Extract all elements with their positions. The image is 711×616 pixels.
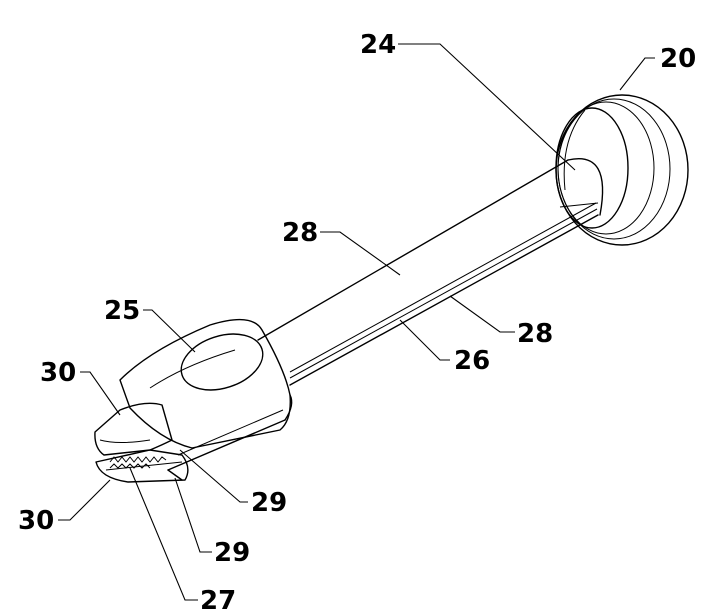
label-27: 27 <box>200 586 236 616</box>
label-24: 24 <box>360 30 396 60</box>
label-30-upper: 30 <box>40 358 76 388</box>
reference-numerals: 20 24 28 28 25 26 30 30 29 29 27 <box>18 30 696 616</box>
jaw-tip <box>94 402 189 483</box>
label-29-lower: 29 <box>214 538 250 568</box>
label-26: 26 <box>454 346 490 376</box>
label-29-upper: 29 <box>251 488 287 518</box>
label-30-lower: 30 <box>18 506 54 536</box>
label-28-upper: 28 <box>282 218 318 248</box>
label-25: 25 <box>104 296 140 326</box>
shaft-body <box>257 158 604 386</box>
collar <box>119 318 293 471</box>
label-28-lower: 28 <box>517 319 553 349</box>
label-20: 20 <box>660 44 696 74</box>
leader-lines <box>58 43 655 601</box>
end-flange <box>555 94 689 246</box>
